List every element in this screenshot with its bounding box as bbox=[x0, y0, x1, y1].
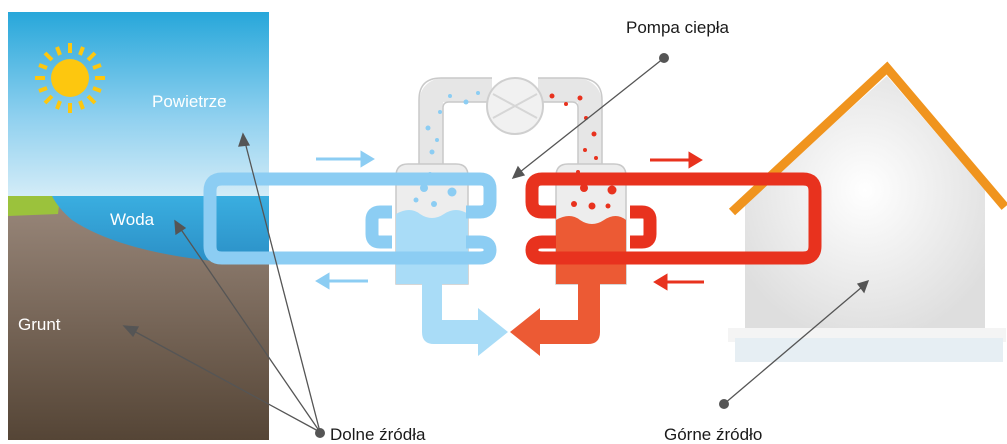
compressor-icon bbox=[486, 77, 544, 135]
heat-pump bbox=[203, 77, 822, 356]
cold-loop bbox=[203, 172, 497, 265]
vapour-bubbles-hot bbox=[549, 93, 598, 160]
vapour-pipe-right bbox=[538, 78, 602, 168]
house-roof bbox=[728, 61, 1007, 216]
house-wall bbox=[745, 76, 985, 330]
flow-arrow-icon bbox=[315, 150, 704, 291]
pointer-lines bbox=[122, 57, 870, 433]
cold-outflow-arrow bbox=[422, 284, 508, 356]
vapour-pipe-outline-left bbox=[418, 77, 492, 168]
sky-area bbox=[8, 12, 269, 202]
hot-outflow-arrow bbox=[510, 284, 600, 356]
label-upper-source: Górne źródło bbox=[664, 425, 762, 444]
vapour-pipe-outline-right bbox=[538, 77, 603, 168]
label-water: Woda bbox=[110, 210, 155, 229]
label-lower-sources: Dolne źródła bbox=[330, 425, 426, 444]
pointer-dots bbox=[315, 53, 729, 438]
house-foundation bbox=[735, 338, 1003, 362]
label-air: Powietrze bbox=[152, 92, 227, 111]
label-heat-pump: Pompa ciepła bbox=[626, 18, 730, 37]
sun-icon bbox=[35, 43, 105, 113]
hot-loop bbox=[525, 172, 822, 265]
label-ground: Grunt bbox=[18, 315, 61, 334]
vapour-bubbles-cold bbox=[425, 91, 480, 155]
vapour-pipe-left bbox=[419, 78, 492, 168]
grass-strip bbox=[8, 196, 60, 216]
house bbox=[728, 61, 1007, 362]
